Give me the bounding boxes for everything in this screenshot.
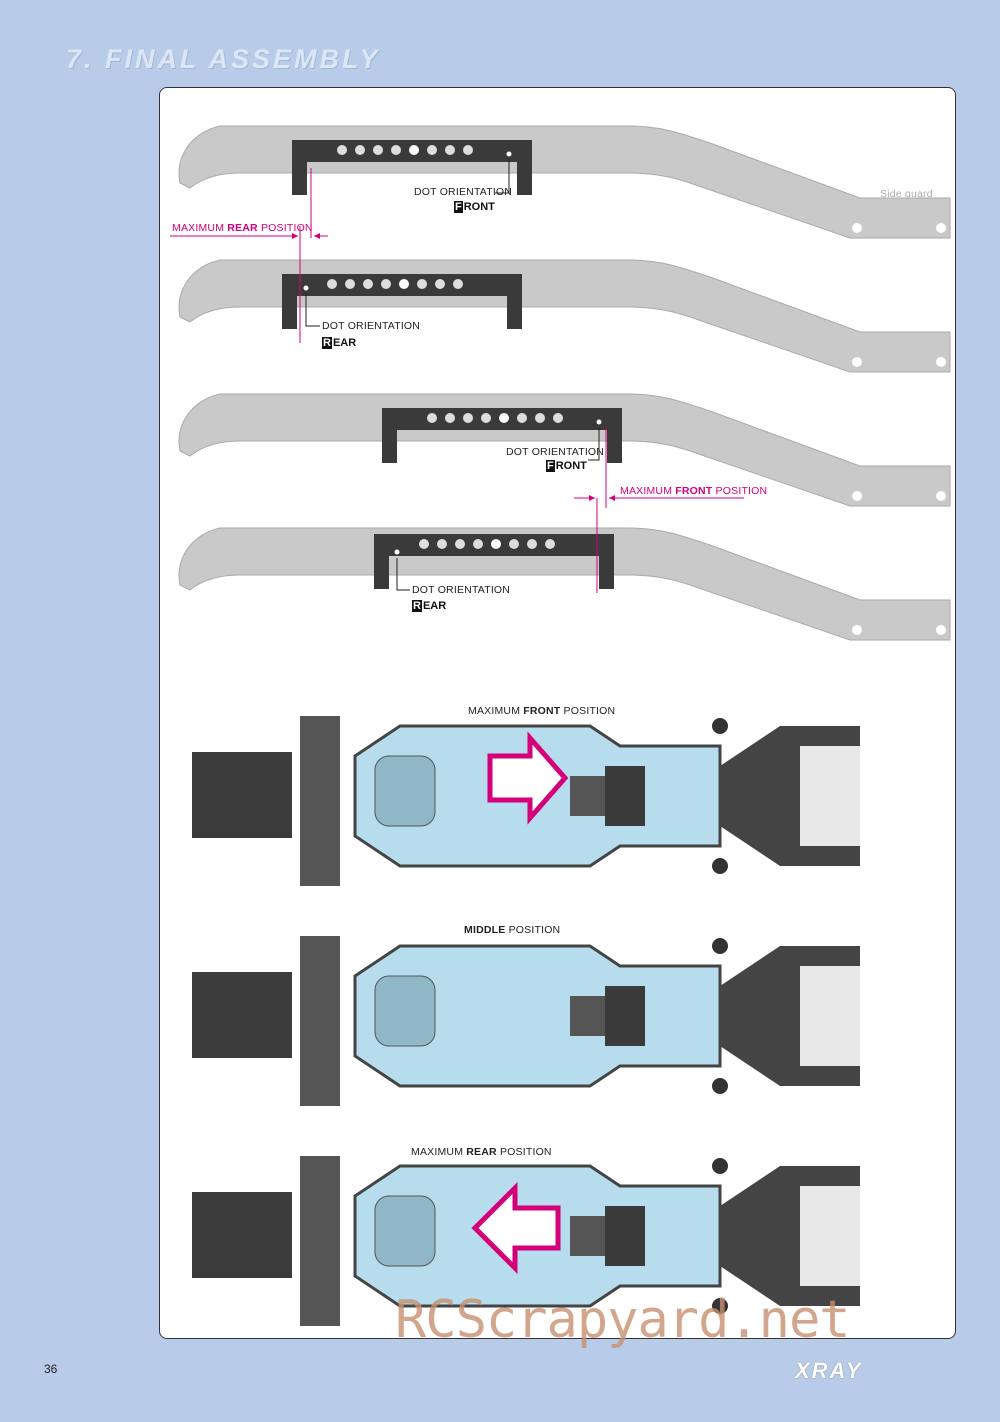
dot-marker <box>394 549 400 555</box>
dot-orientation-label: DOT ORIENTATION <box>412 584 511 596</box>
max-rear-position-label: MAXIMUM REAR POSITION <box>172 222 313 234</box>
side-guard-label: Side guard <box>880 188 933 200</box>
dot-orientation-label: DOT ORIENTATION <box>506 446 605 458</box>
max-rear-position-caption: MAXIMUM REAR POSITION <box>411 1146 552 1158</box>
watermark: RCScrapyard.net <box>395 1290 851 1350</box>
dot-orientation-label: DOT ORIENTATION <box>414 186 513 198</box>
brand-logo: XRAY <box>795 1358 863 1383</box>
max-front-position-caption: MAXIMUM FRONT POSITION <box>468 705 616 717</box>
section-title: 7. FINAL ASSEMBLY <box>66 44 381 74</box>
dot-marker <box>303 285 309 291</box>
dot-marker <box>596 419 602 425</box>
max-front-position-label: MAXIMUM FRONT POSITION <box>620 485 768 497</box>
arrow-forward-icon <box>487 731 569 825</box>
dot-orientation-label: DOT ORIENTATION <box>322 320 421 332</box>
arrow-backward-icon <box>471 1181 561 1275</box>
page-number: 36 <box>44 1362 58 1376</box>
assembly-diagram <box>170 125 951 1328</box>
middle-position-caption: MIDDLE POSITION <box>464 924 561 936</box>
dot-marker <box>506 151 512 157</box>
